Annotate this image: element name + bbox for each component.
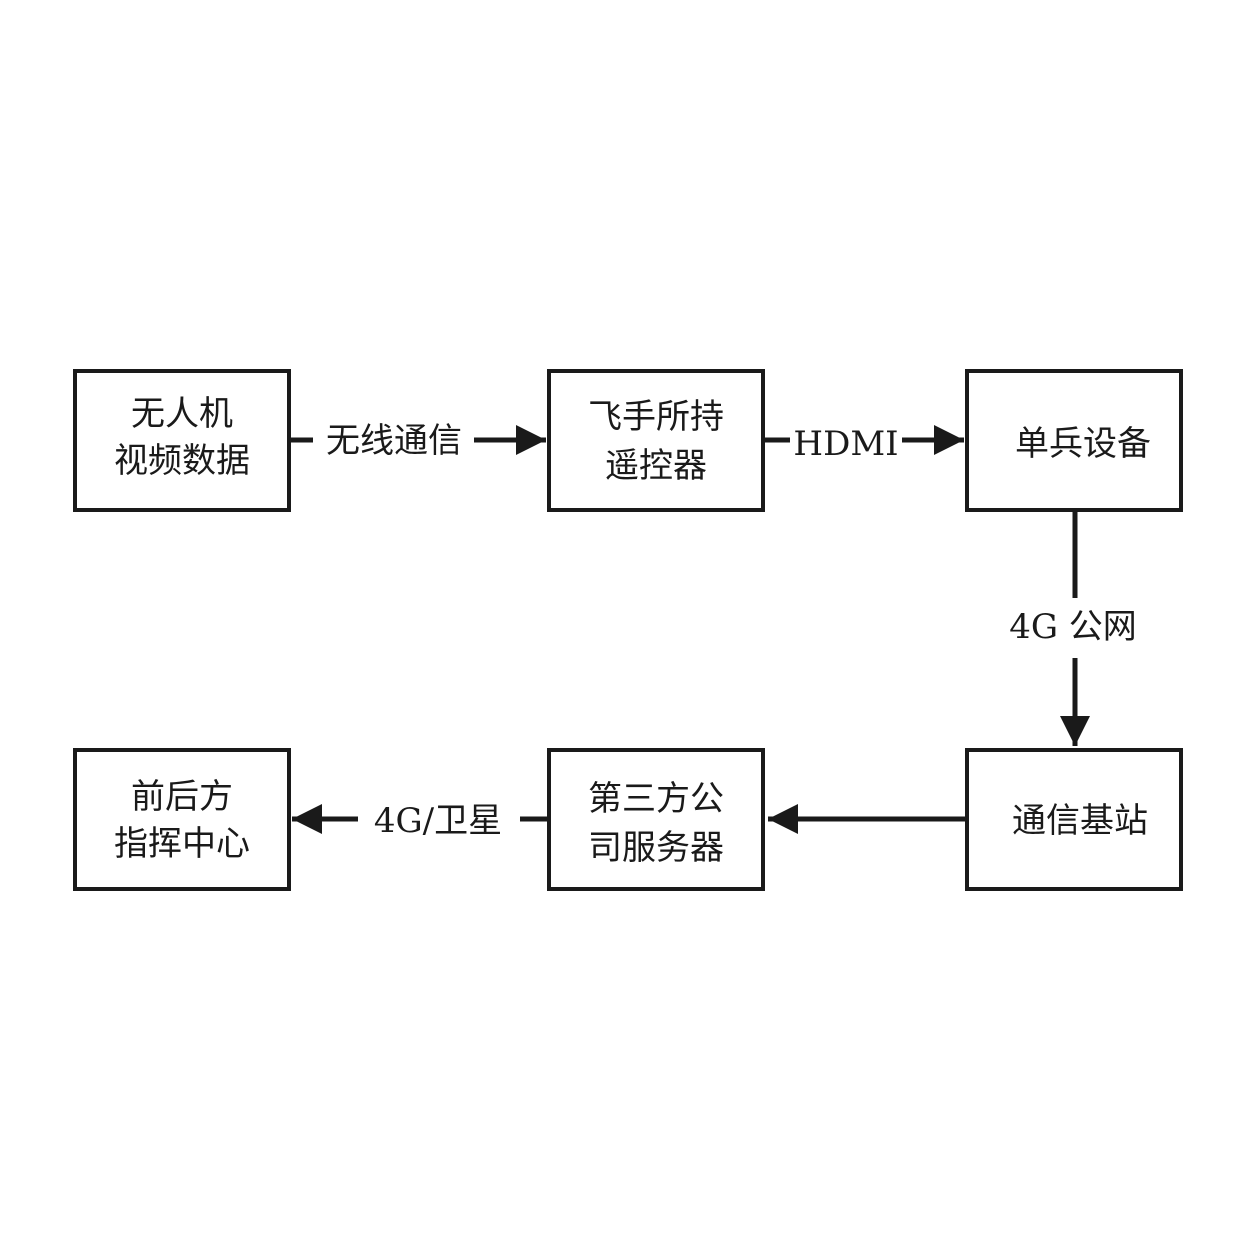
node-pilot-remote-line-2: 遥控器: [605, 446, 707, 486]
node-comm-station: 通信基站: [965, 748, 1183, 891]
edge-remote-to-soldier: HDMI: [764, 424, 964, 464]
edge-label-4g-satellite: 4G/卫星: [374, 801, 502, 841]
node-pilot-remote-line-1: 飞手所持: [588, 397, 724, 437]
node-comm-station-box: [965, 748, 1183, 891]
node-pilot-remote-box: [547, 369, 765, 512]
node-uav-video-line-1: 无人机: [131, 394, 233, 434]
node-uav-video: 无人机 视频数据: [73, 369, 291, 512]
node-comm-station-line-1: 通信基站: [1012, 801, 1148, 841]
node-soldier-device: 单兵设备: [965, 369, 1183, 512]
node-command-center-box: [73, 748, 291, 891]
node-third-party-server-line-2: 司服务器: [588, 828, 724, 868]
node-command-center: 前后方 指挥中心: [73, 748, 291, 891]
node-third-party-server-box: [547, 748, 765, 891]
node-command-center-line-1: 前后方: [131, 777, 233, 817]
node-uav-video-box: [73, 369, 291, 512]
edge-soldier-to-station: 4G 公网: [1009, 510, 1137, 746]
node-soldier-device-line-1: 单兵设备: [1015, 424, 1151, 464]
node-third-party-server-line-1: 第三方公: [588, 779, 724, 819]
node-soldier-device-box: [965, 369, 1183, 512]
edge-label-hdmi: HDMI: [793, 424, 898, 464]
node-third-party-server: 第三方公 司服务器: [547, 748, 765, 891]
node-uav-video-line-2: 视频数据: [114, 441, 250, 481]
node-pilot-remote: 飞手所持 遥控器: [547, 369, 765, 512]
edge-server-to-center: 4G/卫星: [292, 801, 548, 841]
edge-label-wireless: 无线通信: [326, 421, 462, 461]
node-command-center-line-2: 指挥中心: [114, 824, 250, 864]
edge-label-4g-public: 4G 公网: [1009, 607, 1137, 647]
edge-uav-to-remote: 无线通信: [290, 421, 546, 461]
